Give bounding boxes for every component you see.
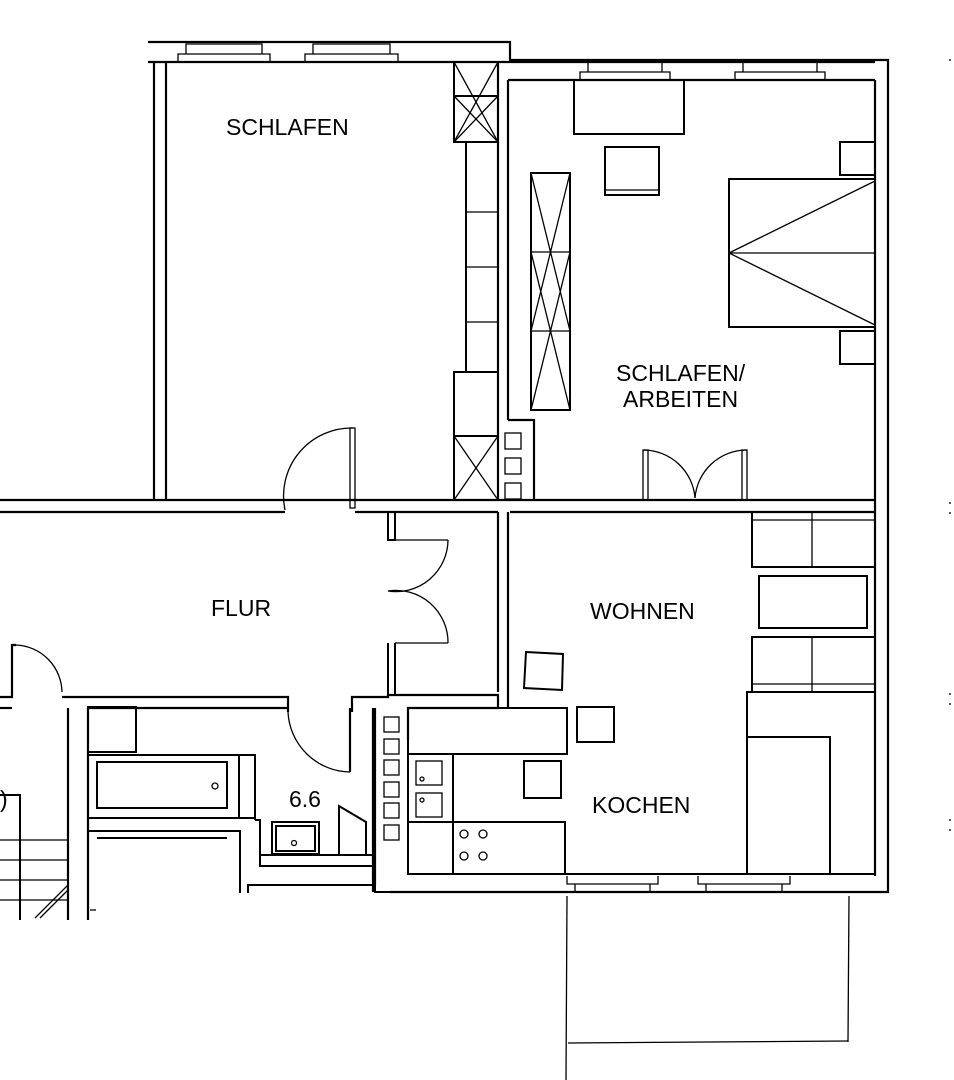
partial-label-left: ) (0, 786, 8, 812)
bath-fixtures (87, 706, 390, 893)
room-label-line2: ARBEITEN (623, 386, 739, 413)
bath-door (287, 711, 351, 773)
schlafen-closet (453, 61, 500, 501)
outer-walls (148, 40, 890, 894)
staircase (0, 794, 96, 920)
edge-ticks (949, 59, 951, 831)
windows-bottom (566, 876, 791, 893)
room-label-kochen: KOCHEN (592, 792, 691, 818)
room-label-bad: 6.6 (289, 786, 321, 812)
wohnen-sofas (751, 511, 876, 693)
room-label-schlafen: SCHLAFEN (226, 114, 349, 140)
windows-top (177, 43, 826, 80)
room-label-flur: FLUR (211, 595, 272, 621)
schlafen-door (282, 427, 356, 511)
room-label-wohnen: WOHNEN (590, 598, 695, 624)
middle-wall (0, 498, 875, 708)
room-label-schlafen-arbeiten: SCHLAFEN/ ARBEITEN (616, 360, 745, 413)
room-label-line1: SCHLAFEN/ (616, 360, 746, 386)
balcony (565, 895, 850, 1080)
closet-squares (371, 708, 400, 892)
kitchen-units (407, 650, 875, 875)
bedroom2-furniture (504, 79, 876, 501)
flur-walls (0, 512, 500, 920)
